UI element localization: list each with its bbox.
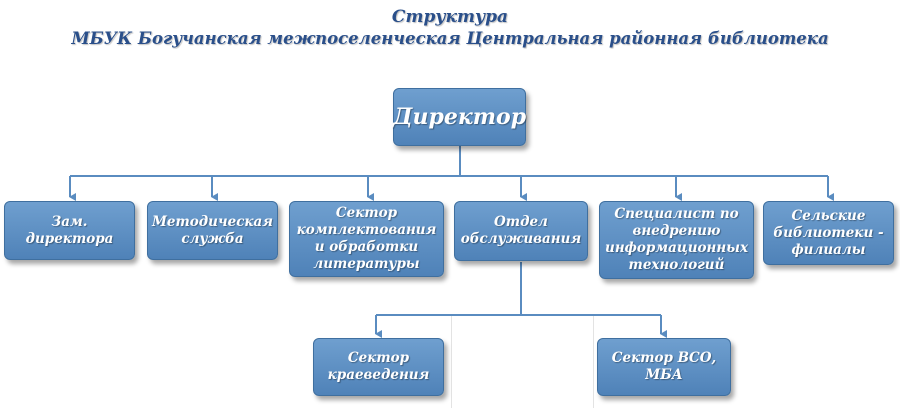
guide-line — [451, 315, 452, 408]
acquisition-sector-node: Сектор комплектования и обработки литера… — [289, 201, 444, 277]
chart-title: Структура — [391, 7, 509, 27]
vso-mba-sector-node: Сектор ВСО, МБА — [597, 338, 731, 396]
deputy-director-node: Зам. директора — [4, 201, 135, 260]
it-specialist-node: Специалист по внедрению информационных т… — [599, 201, 754, 279]
guide-line — [593, 315, 594, 408]
director-node: Директор — [393, 88, 526, 146]
rural-libraries-node: Сельские библиотеки - филиалы — [763, 201, 894, 265]
organization-name: МБУК Богучанская межпоселенческая Центра… — [71, 29, 829, 48]
methodical-service-node: Методическая служба — [147, 201, 278, 260]
local-history-sector-node: Сектор краеведения — [313, 338, 444, 396]
service-department-node: Отдел обслуживания — [454, 201, 588, 261]
